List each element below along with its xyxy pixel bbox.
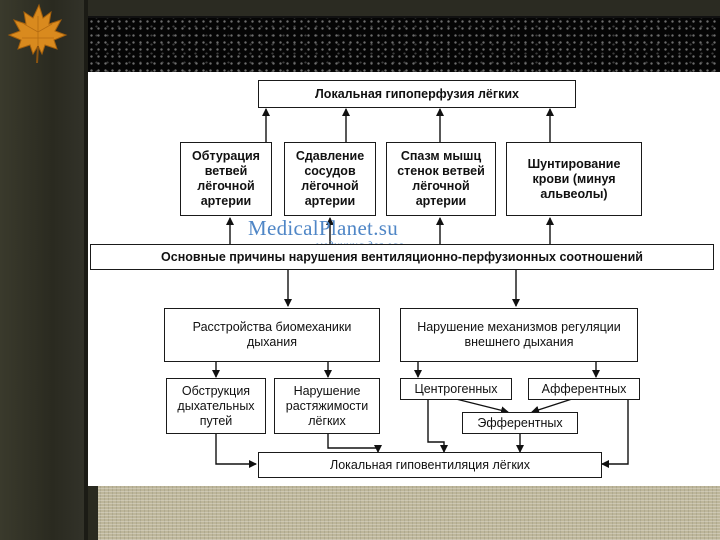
box-airway-obstruction: Обструкция дыхательных путей — [166, 378, 266, 434]
box-biomechanics-disorder: Расстройства биомеханики дыхания — [164, 308, 380, 362]
box-main-causes-banner: Основные причины нарушения вентиляционно… — [90, 244, 714, 270]
box-cause-shunting: Шунтирование крови (минуя альвеолы) — [506, 142, 642, 216]
box-afferent: Афферентных — [528, 378, 640, 400]
maple-leaf-icon — [7, 3, 68, 64]
connector-lines — [212, 108, 629, 468]
box-local-hypoperfusion: Локальная гипоперфузия лёгких — [258, 80, 576, 108]
box-centrogenic: Центрогенных — [400, 378, 512, 400]
box-cause-spasm: Спазм мышц стенок ветвей лёгочной артери… — [386, 142, 496, 216]
box-compliance-disorder: Нарушение растяжимости лёгких — [274, 378, 380, 434]
slide-bottom-edge — [88, 486, 98, 540]
slide-bottom-band — [88, 486, 720, 540]
slide-top-band — [88, 18, 720, 72]
slide-left-strip — [0, 0, 88, 540]
box-local-hypoventilation: Локальная гиповентиляция лёгких — [258, 452, 602, 478]
slide-top-line — [88, 16, 720, 18]
diagram-area: Локальная гипоперфузия лёгких Обтурация … — [88, 72, 720, 486]
box-cause-compression: Сдавление сосудов лёгочной артерии — [284, 142, 376, 216]
box-cause-obturation: Обтурация ветвей лёгочной артерии — [180, 142, 272, 216]
box-regulation-disorder: Нарушение механизмов регуляции внешнего … — [400, 308, 638, 362]
watermark-site: MedicalPlanet.su — [248, 216, 399, 240]
box-efferent: Эфферентных — [462, 412, 578, 434]
